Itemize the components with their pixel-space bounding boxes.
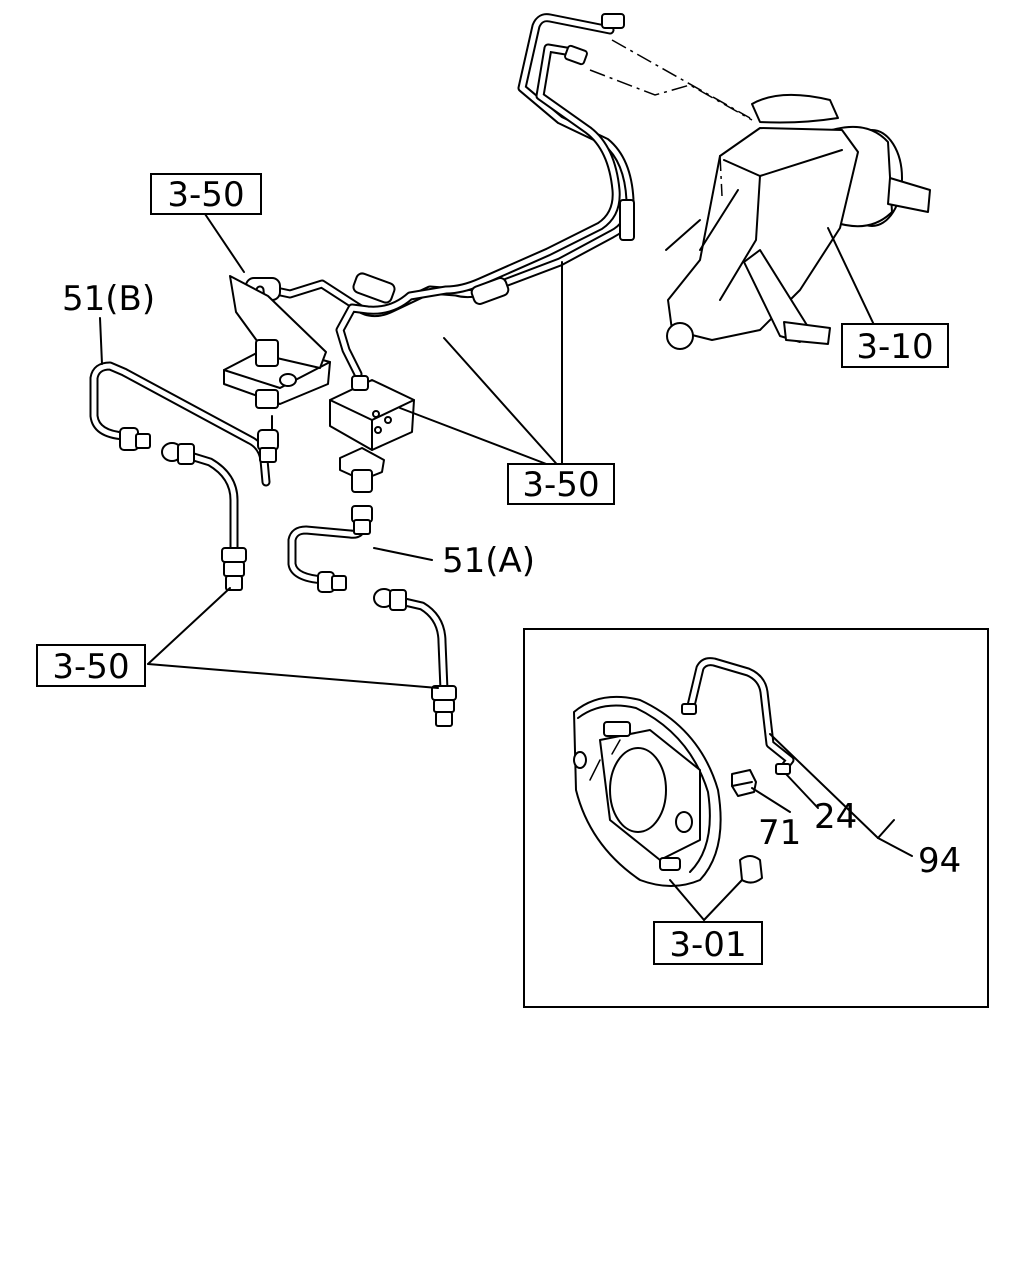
left-mount-bracket [223,275,331,431]
ref-label-3-50-top[interactable]: 3-50 [150,173,262,215]
ref-label-3-10-text: 3-10 [856,327,933,367]
ref-label-3-50-bottom[interactable]: 3-50 [36,644,146,687]
ref-label-3-01[interactable]: 3-01 [653,921,763,965]
ref-label-3-50-mid-text: 3-50 [522,465,599,505]
ref-label-3-50-bottom-text: 3-50 [52,647,129,687]
part-label-94[interactable]: 94 [918,841,961,881]
master-cylinder-assembly [589,39,931,350]
part-label-51a[interactable]: 51(A) [442,541,535,581]
hose-51a [287,505,373,593]
ref-label-3-50-mid[interactable]: 3-50 [507,463,615,505]
flex-hose-left [161,442,247,591]
brake-pipe-bundle [245,13,635,379]
ref-label-3-50-top-text: 3-50 [167,175,244,215]
flex-hose-right [373,588,457,727]
middle-mount-bracket [329,375,415,493]
part-label-24[interactable]: 24 [814,797,857,837]
hose-51b [89,361,279,487]
ref-label-3-10[interactable]: 3-10 [841,323,949,368]
part-label-71[interactable]: 71 [758,813,801,853]
part-label-51b[interactable]: 51(B) [62,279,155,319]
ref-label-3-01-text: 3-01 [669,925,746,965]
